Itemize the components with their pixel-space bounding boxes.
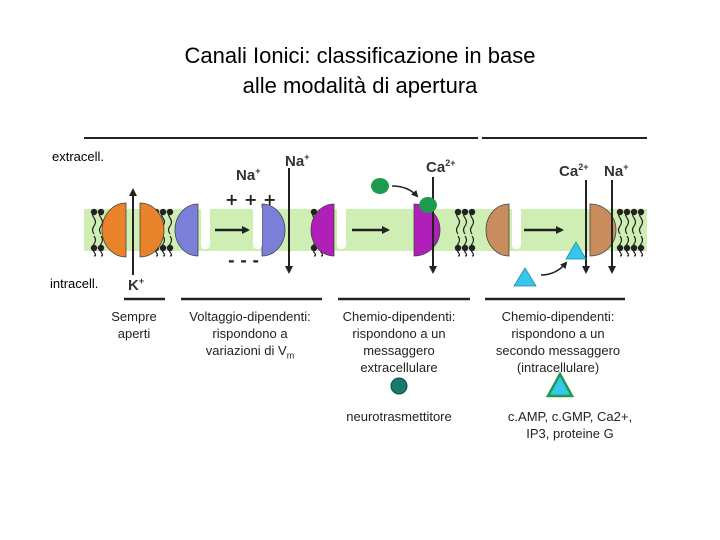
lipid-head bbox=[461, 244, 469, 252]
sm-channel-gate bbox=[512, 205, 521, 249]
second-messenger-legend-icon bbox=[545, 371, 575, 398]
lipid-head bbox=[637, 208, 645, 216]
leak-channel-right-subunit bbox=[139, 202, 165, 258]
caption-voltaggio: Voltaggio-dipendenti: rispondono a varia… bbox=[176, 308, 324, 365]
lipid-head bbox=[623, 244, 631, 252]
slide-title-line1: Canali Ionici: classificazione in base bbox=[184, 43, 536, 68]
voltage-channel-left-subunit bbox=[174, 203, 199, 257]
lipid-head bbox=[166, 208, 174, 216]
neurotransmitter-bound bbox=[419, 197, 437, 213]
sm-channel-left-subunit bbox=[485, 203, 510, 257]
lipid-head bbox=[90, 244, 98, 252]
ligand-channel-left-subunit bbox=[310, 203, 335, 257]
ca-ion-label: Ca2+ bbox=[426, 158, 455, 176]
voltage-sensor-left bbox=[201, 205, 210, 249]
binding-arrow bbox=[391, 185, 419, 198]
lipid-head bbox=[310, 244, 318, 252]
lipid-head bbox=[630, 208, 638, 216]
na-ion-label-mid: Na+ bbox=[236, 166, 260, 184]
lipid-head bbox=[159, 244, 167, 252]
caption-chemio-extracellulare: Chemio-dipendenti: rispondono a un messa… bbox=[342, 309, 456, 375]
lipid-head bbox=[90, 208, 98, 216]
lipid-head bbox=[616, 208, 624, 216]
voltage-channel-right-subunit bbox=[261, 203, 286, 257]
caption-sempre-aperti: Sempre aperti bbox=[111, 309, 157, 341]
lipid-head bbox=[310, 208, 318, 216]
positive-charges: + + + bbox=[225, 190, 276, 209]
lipid-head bbox=[97, 208, 105, 216]
lipid-head bbox=[166, 244, 174, 252]
caption-chemio-intracellulare: Chemio-dipendenti: rispondono a un secon… bbox=[495, 309, 621, 375]
ligand-channel-gate bbox=[337, 205, 346, 249]
lipid-head bbox=[159, 208, 167, 216]
voltage-sensor-right bbox=[253, 205, 262, 249]
lipid-head bbox=[454, 244, 462, 252]
lipid-head bbox=[468, 208, 476, 216]
leak-channel-left-subunit bbox=[101, 202, 127, 258]
second-messenger-free bbox=[513, 267, 537, 287]
lipid-head bbox=[461, 208, 469, 216]
caption-voltaggio-line3: variazioni di Vm bbox=[205, 343, 295, 361]
ligand-gated-channel bbox=[310, 177, 441, 274]
na-ion-label-right: Na+ bbox=[604, 162, 628, 180]
second-messenger-bound bbox=[565, 241, 587, 260]
slide-title-line2: alle modalità di apertura bbox=[242, 73, 478, 98]
k-ion-label: K+ bbox=[128, 276, 144, 294]
na-ion-label-top: Na+ bbox=[285, 152, 309, 170]
lipid-head bbox=[97, 244, 105, 252]
voltage-gated-channel bbox=[174, 168, 293, 274]
sm-binding-arrow bbox=[540, 261, 568, 276]
neurotransmitter-legend-icon bbox=[390, 377, 408, 395]
lipid-head bbox=[630, 244, 638, 252]
legend-secondi-messaggeri: c.AMP, c.GMP, Ca2+, IP3, proteine G bbox=[507, 409, 633, 441]
legend-neurotrasmettitore: neurotrasmettitore bbox=[346, 409, 452, 424]
second-messenger-channel bbox=[485, 180, 617, 287]
caption-voltaggio-line1: Voltaggio-dipendenti: bbox=[189, 309, 311, 324]
lipid-head bbox=[623, 208, 631, 216]
leak-channel bbox=[101, 188, 165, 275]
extracellular-label: extracell. bbox=[52, 149, 105, 164]
lipid-head bbox=[637, 244, 645, 252]
sm-channel-right-subunit bbox=[589, 203, 617, 257]
intracellular-label: intracell. bbox=[50, 276, 99, 291]
negative-charges: - - - bbox=[228, 251, 259, 270]
caption-voltaggio-line2: rispondono a bbox=[212, 326, 288, 341]
lipid-head bbox=[468, 244, 476, 252]
lipid-head bbox=[454, 208, 462, 216]
neurotransmitter-free bbox=[371, 178, 389, 194]
lipid-head bbox=[616, 244, 624, 252]
ca-ion-label-right: Ca2+ bbox=[559, 162, 588, 180]
